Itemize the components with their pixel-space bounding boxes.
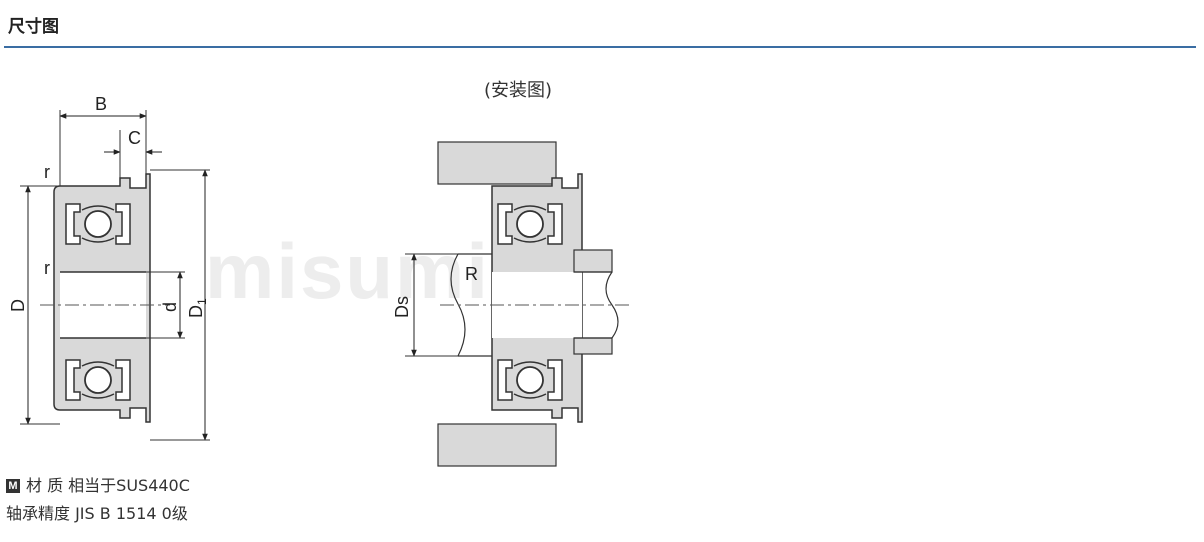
dimension-lines-right (405, 253, 458, 357)
section-title: 尺寸图 (8, 17, 59, 37)
material-note: M 材 质 相当于SUS440C (6, 472, 190, 500)
section-header: 尺寸图 (0, 0, 1204, 48)
label-R: R (465, 264, 478, 284)
label-C: C (128, 128, 141, 148)
label-r-top: r (44, 162, 50, 182)
install-caption: (安装图) (484, 80, 553, 101)
precision-note: 轴承精度 JIS B 1514 0级 (6, 500, 190, 528)
precision-text: 轴承精度 JIS B 1514 0级 (6, 504, 188, 523)
dimension-drawing: B C r r D d D1 R Ds (8, 94, 630, 467)
label-d: d (160, 302, 180, 312)
material-badge-icon: M (6, 479, 20, 493)
label-r-mid: r (44, 258, 50, 278)
label-B: B (95, 94, 107, 114)
label-D: D (8, 299, 28, 312)
installation-view (437, 141, 630, 467)
watermark: misumi (205, 227, 491, 315)
label-D1: D1 (186, 298, 209, 318)
dimension-lines-left (20, 110, 210, 441)
label-Ds: Ds (392, 296, 412, 318)
material-text: 材 质 相当于SUS440C (26, 476, 190, 495)
section-divider (4, 46, 1196, 48)
spec-notes: M 材 质 相当于SUS440C 轴承精度 JIS B 1514 0级 (6, 472, 190, 528)
bearing-section-view (40, 173, 170, 423)
